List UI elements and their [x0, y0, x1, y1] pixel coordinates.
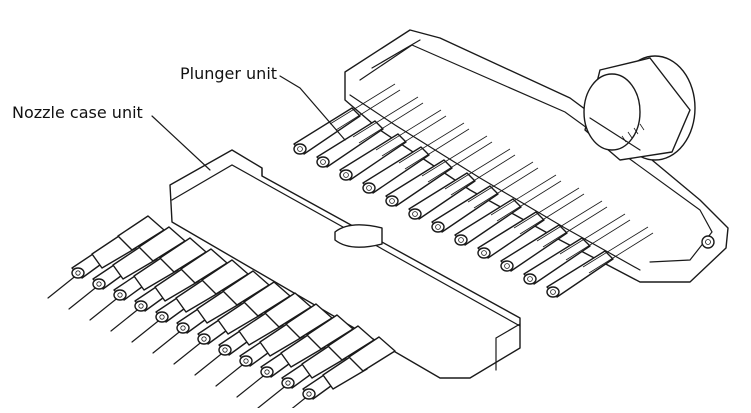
- nozzle-tip: [285, 336, 396, 413]
- plunger-rod: [362, 122, 470, 194]
- plunger-unit-label: Plunger unit: [180, 64, 278, 83]
- plunger-rod: [339, 109, 447, 181]
- plunger-rod: [523, 213, 631, 285]
- gear-motor: [583, 55, 696, 161]
- nozzle-tip: [236, 314, 354, 398]
- nozzle-tip: [173, 281, 291, 365]
- plunger-leader-line: [279, 75, 346, 141]
- nozzle-tip: [47, 215, 165, 299]
- plunger-rod: [454, 174, 562, 246]
- plunger-rod: [408, 148, 516, 220]
- plunger-rod: [546, 226, 654, 298]
- mount-hole-icon: [701, 235, 715, 249]
- plunger-rod: [316, 96, 424, 168]
- nozzle-tip: [131, 259, 249, 343]
- nozzle-case-unit-label: Nozzle case unit: [12, 103, 143, 122]
- nozzle-tip: [152, 270, 270, 354]
- nozzle-case-body: [169, 149, 521, 379]
- nozzle-tip: [194, 292, 312, 376]
- plunger-rod: [431, 161, 539, 233]
- plunger-rod: [500, 200, 608, 272]
- plunger-rod: [293, 83, 401, 155]
- nozzle-tips: [47, 215, 396, 413]
- nozzle-leader-line: [151, 115, 211, 171]
- alignment-key: [334, 224, 383, 248]
- plunger-rod: [385, 135, 493, 207]
- nozzle-tip: [68, 226, 186, 310]
- nozzle-tip: [89, 237, 207, 321]
- nozzle-tip: [257, 325, 375, 409]
- plunger-rods: [293, 83, 654, 298]
- plunger-rod: [477, 187, 585, 259]
- nozzle-tip: [215, 303, 333, 387]
- rear-frame: [344, 29, 729, 283]
